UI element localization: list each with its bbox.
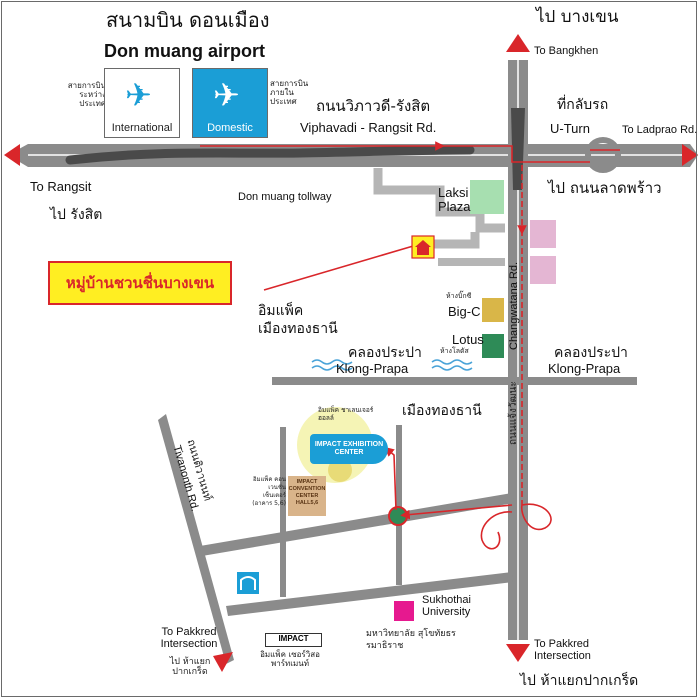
domestic-terminal: ✈ Domestic (192, 68, 268, 138)
lotus-en: Lotus (452, 332, 484, 347)
tollway (65, 145, 475, 165)
village-banner: หมู่บ้านชวนชื่นบางเขน (48, 261, 232, 305)
lower-roads (200, 425, 514, 616)
red-route (200, 141, 620, 550)
impact-muangthong-label: อิมแพ็ค เมืองทองธานี (258, 303, 338, 337)
klong-prapa-en-left: Klong-Prapa (336, 361, 409, 376)
red-direction-arrows (4, 34, 698, 672)
domestic-note: สายการบิน ภายในประเทศ (270, 79, 309, 106)
impact-logo: IMPACT (265, 633, 322, 647)
to-pakkred-right-th: ไป ห้าแยกปากเกร็ด (520, 673, 639, 689)
to-bangkhen-th: ไป บางเขน (536, 7, 619, 27)
bigc-th: ห้างบิ๊กซี (446, 292, 472, 300)
lotus-building (482, 334, 504, 358)
muangthong-label: เมืองทองธานี (402, 403, 482, 419)
uturn-th: ที่กลับรถ (557, 97, 609, 113)
sukhothai-en: Sukhothai University (422, 594, 471, 619)
bigc-en: Big-C (448, 304, 481, 319)
klong-prapa-road (272, 377, 637, 385)
to-pakkred-left-th: ไป ห้าแยกปากเกร็ด (169, 657, 211, 677)
pink-building-1 (530, 220, 556, 248)
tollway-label: Don muang tollway (238, 191, 332, 203)
uturn-loop (585, 137, 621, 173)
laksi-side-roads (373, 168, 505, 266)
apartment-icon (237, 572, 259, 594)
sukhothai-th: มหาวิทยาลัย สุโขทัยธรรมาธิราช (366, 629, 456, 652)
bigc-building (482, 298, 504, 322)
to-bangkhen-label: To Bangkhen (534, 45, 599, 57)
laksi-label: Laksi Plaza (438, 185, 471, 215)
pink-building-2 (530, 256, 556, 284)
sukhothai-building (394, 601, 414, 621)
tivanonth-road (158, 414, 234, 664)
airport-name-en: Don muang airport (104, 41, 265, 61)
changwatana-th: ถนนแจ้งวัฒนะ (508, 381, 519, 445)
airport-name-th: สนามบิน ดอนเมือง (106, 8, 270, 32)
roundabout (388, 506, 408, 526)
airplane-icon: ✈ (213, 77, 240, 113)
to-ladprao-th: ไป ถนนลาดพร้าว (548, 179, 662, 197)
klong-prapa-en-right: Klong-Prapa (548, 361, 621, 376)
challenger-label: อิมแพ็ค ชาเลนเจอร์ ฮอลล์ (318, 406, 374, 423)
to-pakkred-right: To Pakkred Intersection (534, 638, 591, 663)
canal-waves-right (431, 359, 473, 371)
international-label: International (111, 122, 173, 134)
impact-convention-center: IMPACT CONVENTION CENTER HALL5,6 (288, 476, 326, 516)
domestic-label: Domestic (207, 122, 253, 134)
klong-prapa-th-right: คลองประปา (554, 345, 628, 361)
changwatana-en: Changwatana Rd. (508, 261, 520, 350)
impact-exhibition-center: IMPACT EXHIBITION CENTER (310, 434, 388, 464)
laksi-plaza (470, 180, 504, 214)
canal-waves-left (311, 359, 353, 371)
intl-note: สายการบิน ระหว่างประเทศ (67, 81, 106, 108)
convention-label-th: อิมแพ็ค คอนเวนชั่น เซ็นเตอร์ (อาคาร 5,6) (252, 476, 286, 508)
impact-apartment-label: อิมแพ็ค เซอร์วิสอพาร์ทเมนท์ (260, 650, 320, 668)
uturn-en: U-Turn (550, 121, 590, 136)
to-pakkred-left: To Pakkred Intersection (160, 626, 218, 651)
lotus-th: ห้างโลตัส (440, 347, 469, 355)
to-rangsit-th: ไป รังสิต (50, 207, 103, 223)
to-ladprao-label: To Ladprao Rd. (622, 124, 698, 136)
international-terminal: ✈ International (104, 68, 180, 138)
viphavadi-label-en: Viphavadi - Rangsit Rd. (300, 120, 437, 135)
klong-prapa-th-left: คลองประปา (348, 345, 422, 361)
viphavadi-label-th: ถนนวิภาวดี-รังสิต (316, 97, 431, 115)
to-rangsit-label: To Rangsit (30, 179, 92, 194)
airplane-icon: ✈ (125, 77, 152, 113)
